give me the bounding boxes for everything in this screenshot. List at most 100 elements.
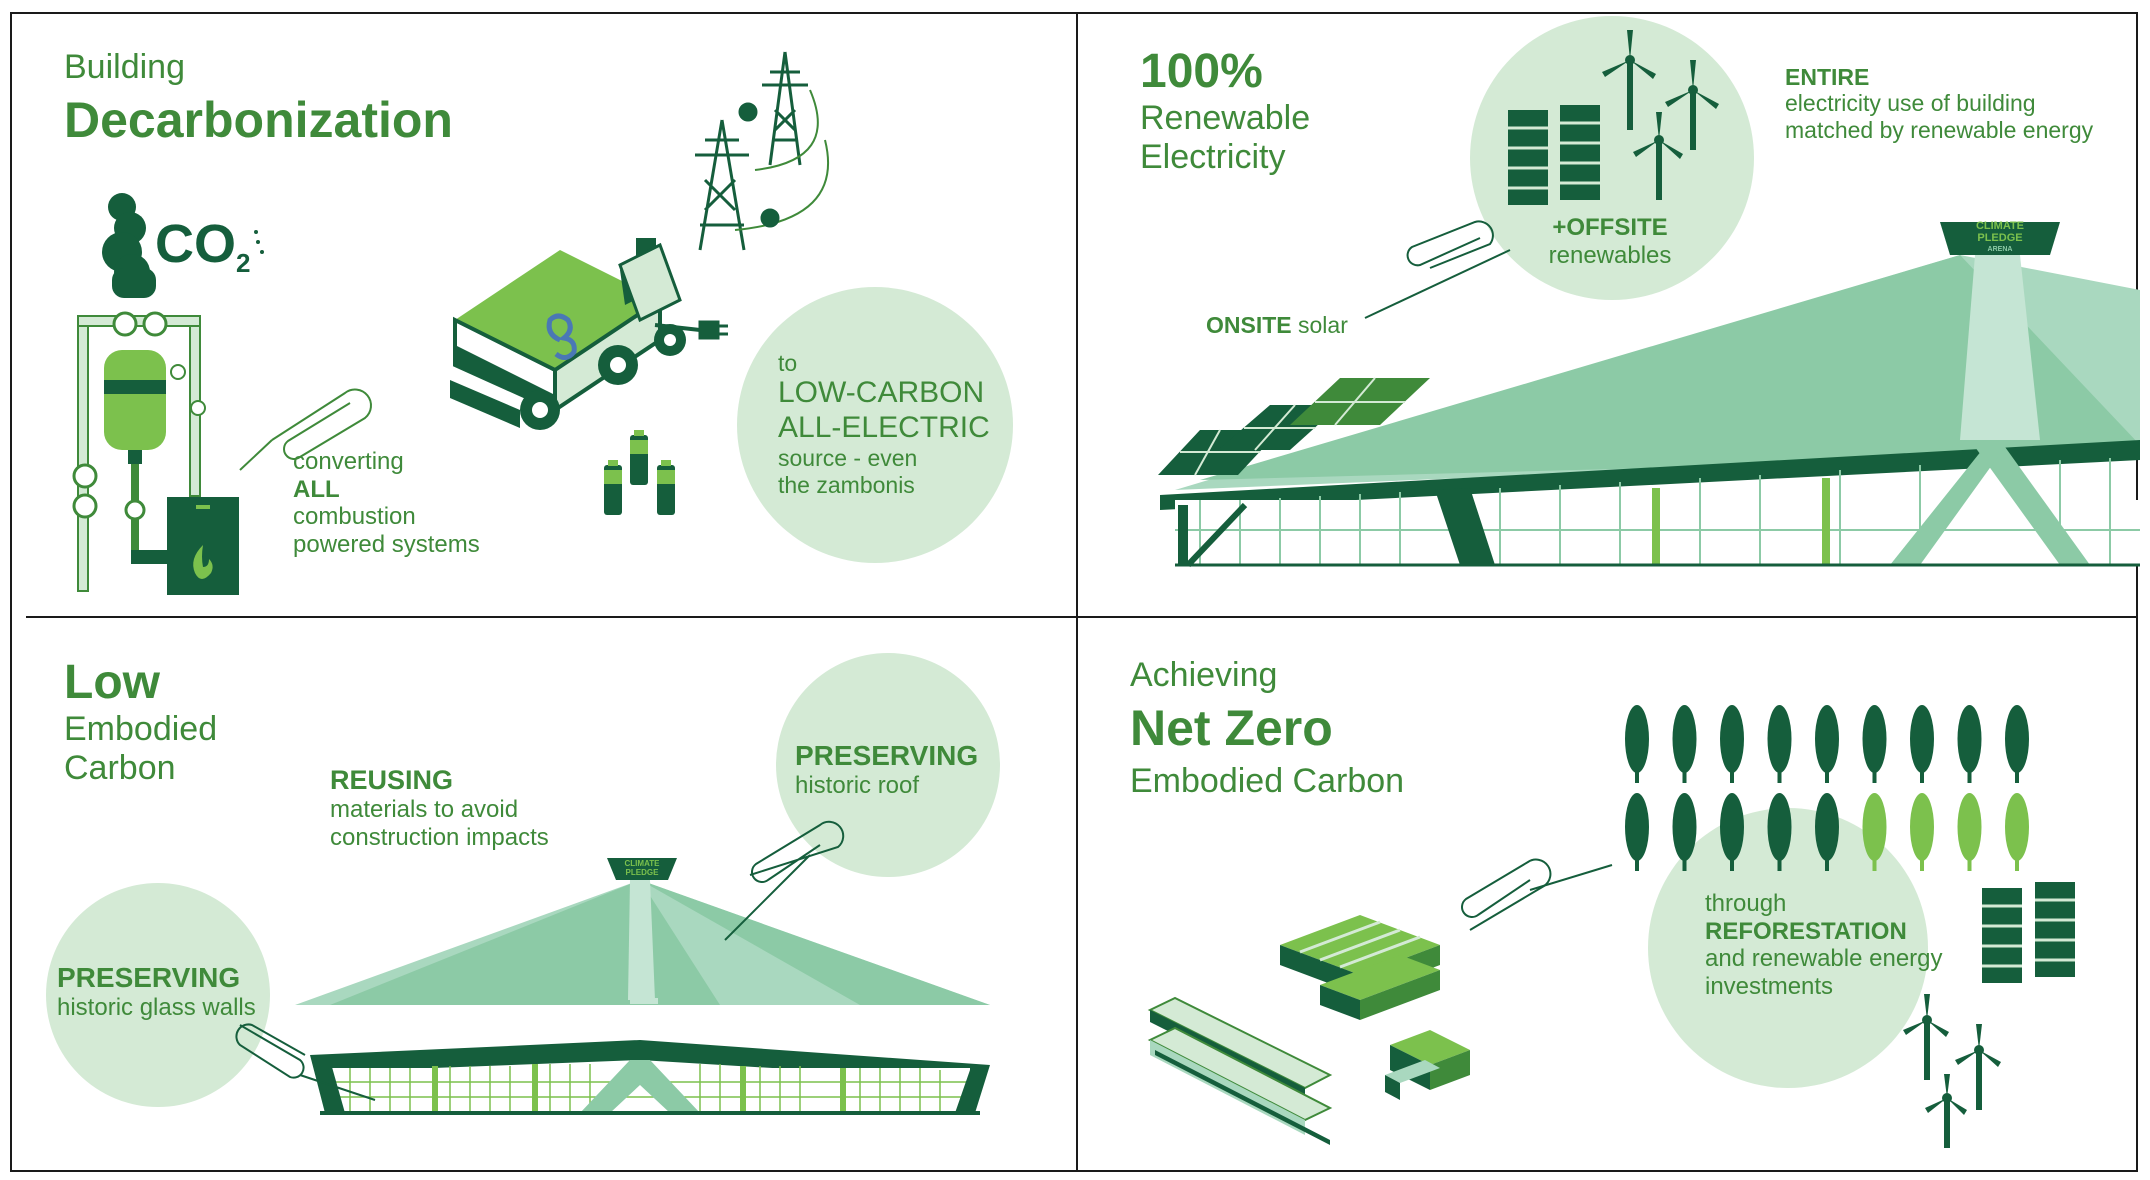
entire-line2: electricity use of building <box>1785 90 2036 117</box>
low-carbon-text: to LOW-CARBON ALL-ELECTRIC source - even… <box>778 350 990 498</box>
plug-icon <box>698 320 728 340</box>
reforestation-text: through REFORESTATION and renewable ener… <box>1705 890 1943 1000</box>
entire-label: ENTIRE <box>1785 64 1870 90</box>
converting-line1: converting <box>293 448 404 475</box>
q3-title-line2: Embodied <box>64 710 218 749</box>
arena-sign-icon: CLIMATE PLEDGE ARENA <box>1940 220 2060 255</box>
q2-title-line1: 100% <box>1140 45 1263 98</box>
bubble-line4: source - even <box>778 445 918 472</box>
reusing-line2: materials to avoid <box>330 796 519 824</box>
tree-icon <box>1957 705 1982 783</box>
preserving-glass-text: PRESERVING historic glass walls <box>57 962 256 1022</box>
co2-label: CO <box>155 214 236 274</box>
svg-text:PLEDGE: PLEDGE <box>626 868 660 877</box>
tree-icon <box>1815 793 1839 871</box>
reusing-label: REUSING <box>330 765 454 795</box>
gas-furnace-icon <box>72 311 239 595</box>
roof-bubble <box>776 653 1000 877</box>
onsite-rest: solar <box>1291 312 1348 338</box>
tree-icon <box>1625 793 1649 871</box>
svg-text:PLEDGE: PLEDGE <box>1977 232 2022 244</box>
steel-beam-icon <box>1147 996 1333 1145</box>
connector-arrow <box>1364 220 1511 319</box>
entire-line3: matched by renewable energy <box>1785 116 2094 143</box>
infographic-frame <box>10 12 2138 1172</box>
vertical-divider <box>1076 12 1078 1172</box>
q4-title-sub: Embodied Carbon <box>1130 762 1405 800</box>
solar-panel-icon <box>1982 882 2075 983</box>
tree-icon <box>1862 705 1887 783</box>
svg-text:ARENA: ARENA <box>1988 246 2013 253</box>
offsite-label: +OFFSITE <box>1552 214 1668 241</box>
tree-icon <box>1672 705 1697 783</box>
entire-text: ENTIRE electricity use of building match… <box>1785 64 2093 143</box>
through-text: through <box>1705 890 1787 917</box>
q3-title-line1: Low <box>64 656 160 709</box>
glass-wall-bubble <box>46 883 270 1107</box>
glass-label: PRESERVING <box>57 962 241 993</box>
wind-turbine-icon <box>1602 30 1719 200</box>
converting-text: converting ALL combustion powered system… <box>293 448 480 558</box>
q1-title-large: Decarbonization <box>64 92 453 148</box>
tree-icon <box>2005 705 2029 783</box>
solar-panel-icon <box>1158 377 1430 476</box>
renewable-line: and renewable energy <box>1705 945 1943 973</box>
flame-icon <box>193 545 213 579</box>
q3-title-line3: Carbon <box>64 749 176 788</box>
kraken-logo-icon <box>546 313 577 360</box>
roof-label: PRESERVING <box>795 740 979 771</box>
power-tower-icon <box>695 51 830 251</box>
q4-title-large: Net Zero <box>1130 700 1333 756</box>
arena-icon <box>1160 255 2140 568</box>
zamboni-icon <box>450 238 728 430</box>
glass-wall-icon <box>310 1040 990 1115</box>
reusing-text: REUSING materials to avoid construction … <box>330 765 549 851</box>
co2-subscript: 2 <box>236 248 250 278</box>
converting-line3: combustion <box>293 503 416 531</box>
tree-icon <box>1720 793 1744 871</box>
investments-text: investments <box>1705 972 1834 1000</box>
q2-title-line3: Electricity <box>1140 138 1286 177</box>
svg-text:CLIMATE: CLIMATE <box>1976 220 2024 232</box>
roof-line2: historic roof <box>795 772 920 800</box>
tree-icon <box>1767 705 1792 783</box>
offsite-line2: renewables <box>1548 241 1672 269</box>
horizontal-divider <box>26 616 2138 618</box>
converting-line2: ALL <box>293 475 340 503</box>
tree-icon <box>1625 705 1649 783</box>
tree-icon <box>1720 705 1744 783</box>
connector-arrow <box>1461 858 1613 931</box>
q1-title-small: Building <box>64 48 185 86</box>
arena-roof-icon: CLIMATE PLEDGE <box>295 858 990 1005</box>
bubble-line5: the zambonis <box>778 471 915 498</box>
bubble-line2: LOW-CARBON <box>778 376 985 410</box>
tree-icon <box>1672 793 1697 871</box>
tree-icon <box>1767 793 1792 871</box>
tree-icon <box>1815 705 1839 783</box>
low-carbon-bubble <box>737 287 1013 563</box>
onsite-bold: ONSITE <box>1206 312 1292 338</box>
converting-line4: powered systems <box>293 530 480 558</box>
wind-turbine-icon <box>1903 994 2001 1148</box>
reforestation-label: REFORESTATION <box>1705 917 1907 945</box>
q2-title-line2: Renewable <box>1140 99 1311 138</box>
tree-grid <box>1625 705 2029 871</box>
bubble-line3: ALL-ELECTRIC <box>778 410 990 444</box>
onsite-solar-text: ONSITE solar <box>1206 312 1348 339</box>
bubble-line1: to <box>778 350 798 376</box>
reusing-line3: construction impacts <box>330 823 549 851</box>
q2-title: 100% Renewable Electricity <box>1140 44 1310 177</box>
battery-icon <box>604 430 675 515</box>
q3-title: Low Embodied Carbon <box>64 655 217 788</box>
lumber-stack-icon <box>1280 915 1470 1100</box>
connector-arrow <box>239 388 372 471</box>
preserving-roof-text: PRESERVING historic roof <box>795 740 978 800</box>
reforestation-bubble <box>1648 808 1928 1088</box>
offsite-bubble <box>1470 16 1754 300</box>
tree-icon <box>1910 793 1934 871</box>
smoke-stack-icon <box>102 193 156 298</box>
solar-panel-icon <box>1508 105 1600 205</box>
tree-icon <box>1910 705 1934 783</box>
connector-arrow <box>235 820 845 1101</box>
